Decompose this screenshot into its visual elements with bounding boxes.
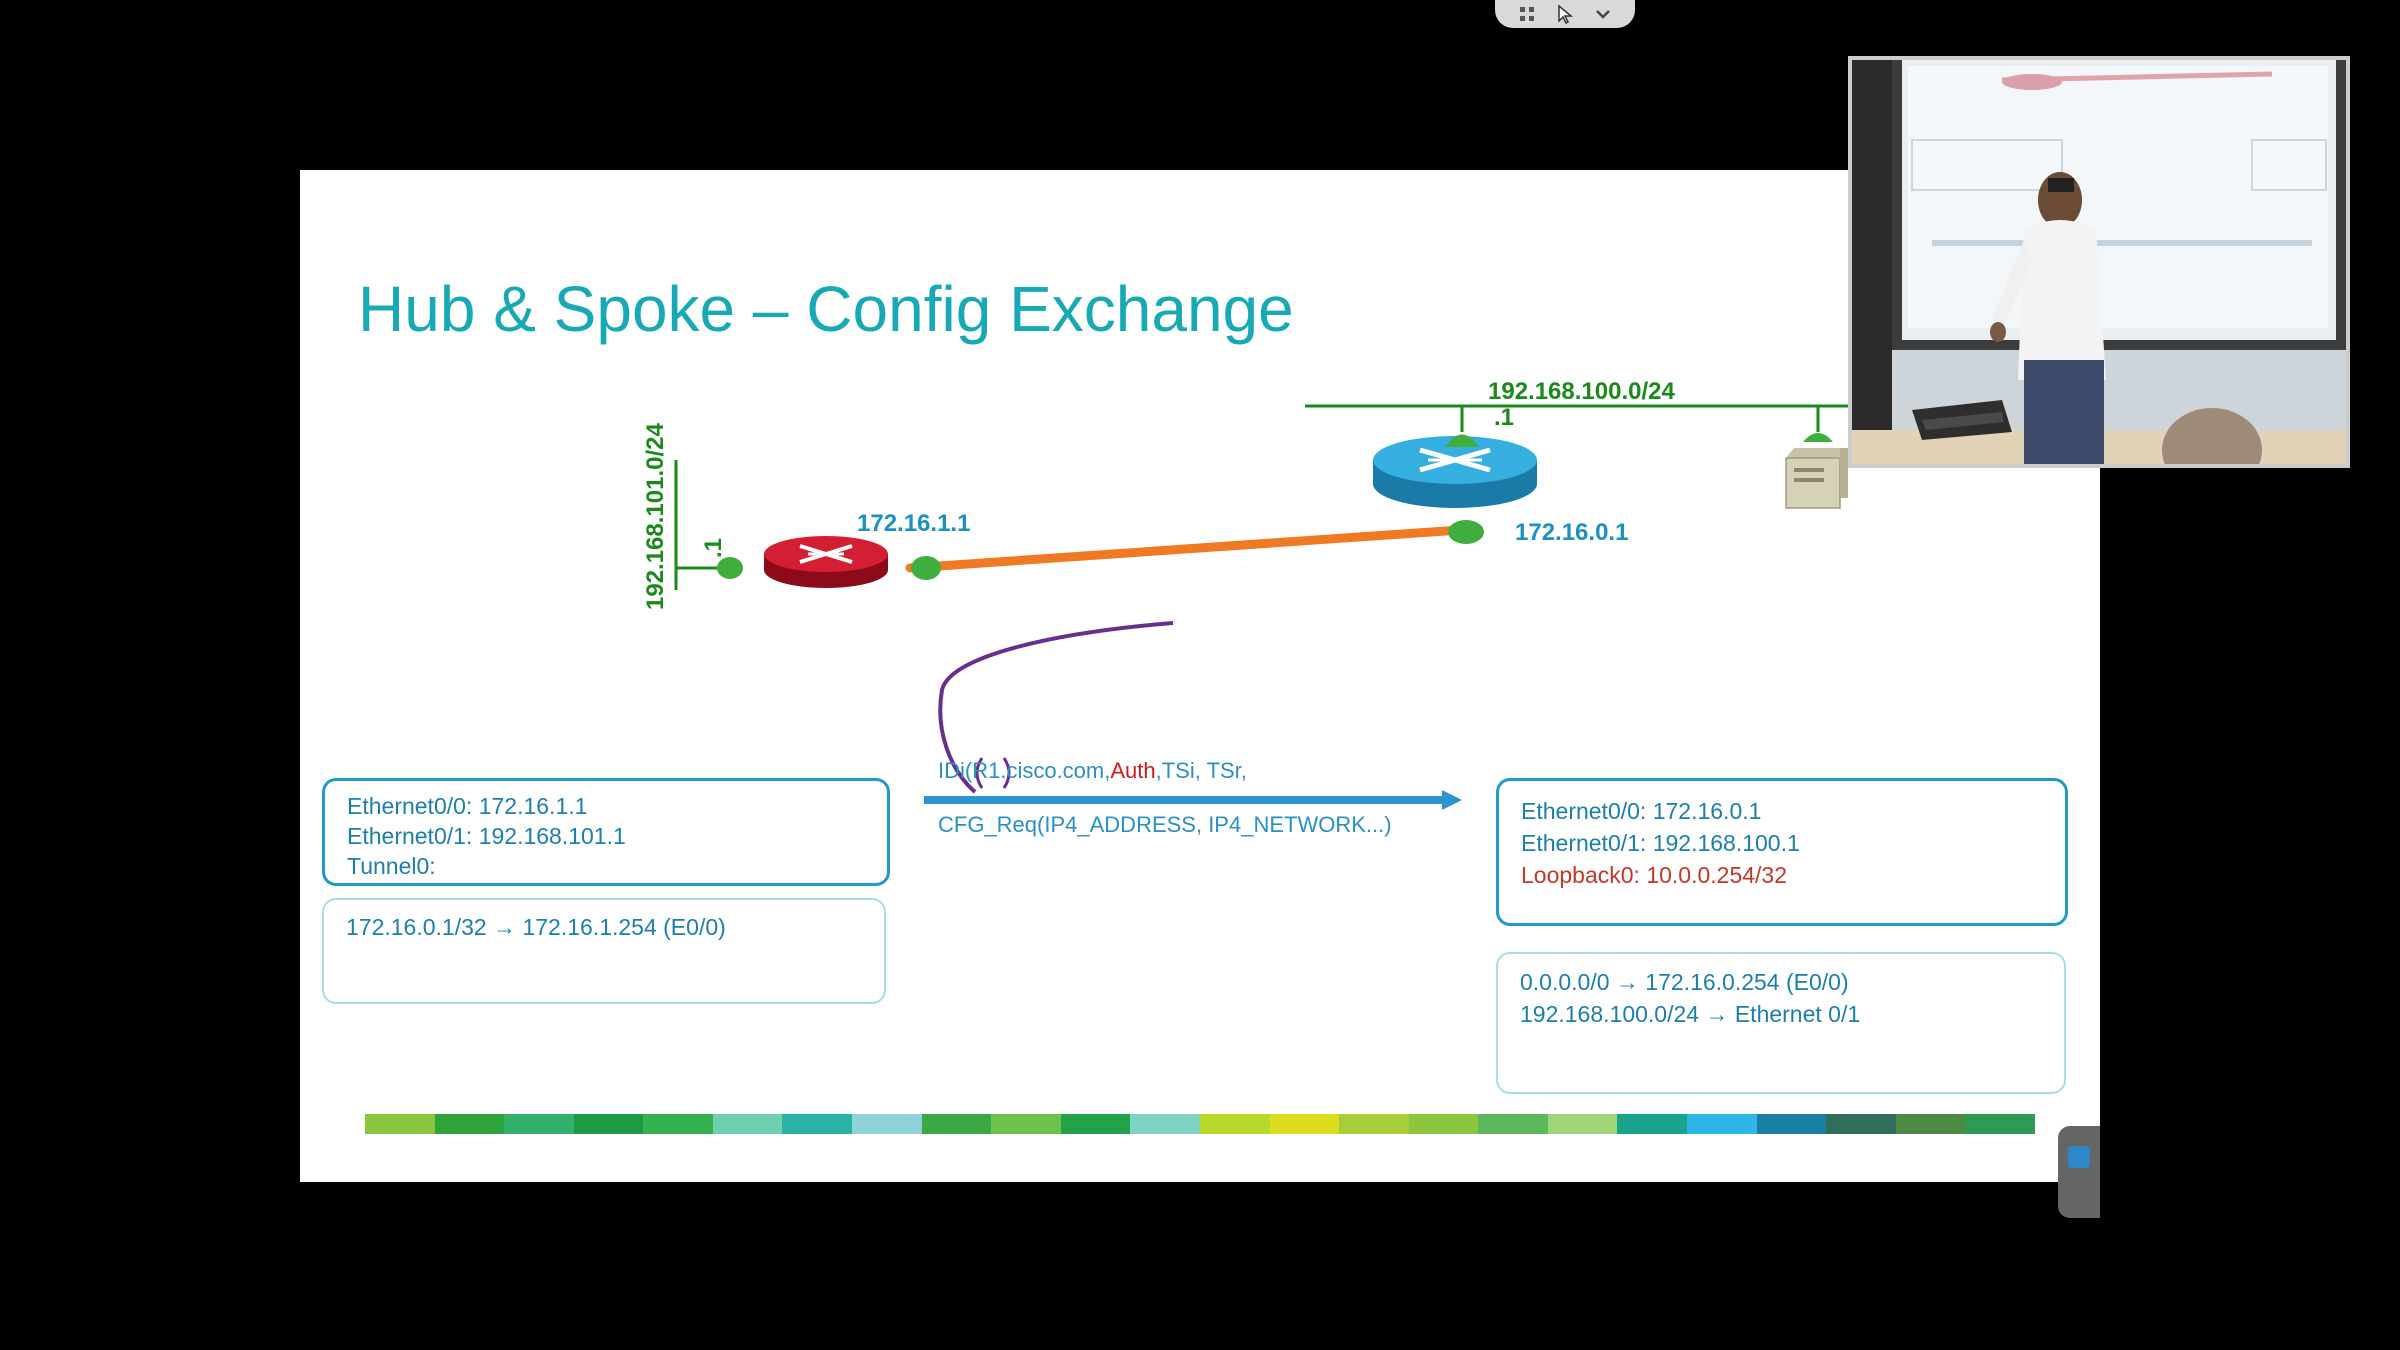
color-strip-segment: [643, 1114, 713, 1134]
hub-loopback-line: Loopback0: 10.0.0.254/32: [1521, 862, 1788, 888]
layout-icon[interactable]: [1517, 4, 1537, 24]
spoke-wan-port: [911, 556, 941, 580]
spoke-lan-host-label: .1: [700, 537, 728, 559]
auth-text: Auth: [1110, 758, 1156, 783]
color-strip-segment: [1547, 1114, 1618, 1134]
color-strip-segment: [1269, 1114, 1340, 1134]
color-strip-segment: [1060, 1114, 1131, 1134]
hub-lan-label: 192.168.100.0/24: [1488, 378, 1675, 405]
hub-lan-host-label: .1: [1494, 404, 1515, 431]
hub-interface-line: Ethernet0/1: 192.168.100.1: [1521, 830, 1800, 856]
color-strip-segment: [1408, 1114, 1479, 1134]
spoke-lan-port: [717, 557, 743, 579]
hub-interface-line: Ethernet0/0: 172.16.0.1: [1521, 798, 1762, 824]
color-strip-segment: [573, 1114, 644, 1134]
color-strip-segment: [921, 1114, 992, 1134]
color-strip-segment: [782, 1114, 853, 1134]
ike-id-text: IDi(R1.cisco.com,: [938, 758, 1111, 783]
color-strip-segment: [852, 1114, 922, 1134]
network-diagram: [674, 404, 1850, 810]
color-strip-segment: [1478, 1114, 1548, 1134]
color-strip-segment: [1826, 1114, 1896, 1134]
spoke-interface-line: Ethernet0/0: 172.16.1.1: [347, 793, 588, 819]
color-strip-segment: [1339, 1114, 1409, 1134]
spoke-route-line: 172.16.0.1/32 → 172.16.1.254 (E0/0): [346, 914, 726, 940]
brand-color-strip: [365, 1114, 2035, 1134]
color-strip-segment: [1965, 1114, 2035, 1134]
screen-share-toolbar[interactable]: [1495, 0, 1635, 28]
tunnel-link: [905, 525, 1465, 573]
hub-lan-port: [1445, 434, 1479, 447]
presenter-video-image: [1852, 60, 2346, 464]
color-strip-segment: [712, 1114, 783, 1134]
color-strip-segment: [991, 1114, 1061, 1134]
spoke-router-icon: [764, 536, 888, 588]
spoke-interface-line: Ethernet0/1: 192.168.101.1: [347, 823, 626, 849]
spoke-wan-ip-label: 172.16.1.1: [857, 510, 971, 537]
hub-routes-box: 0.0.0.0/0 → 172.16.0.254 (E0/0) 192.168.…: [1496, 952, 2066, 1094]
color-strip-segment: [1756, 1114, 1827, 1134]
spoke-routes-box: 172.16.0.1/32 → 172.16.1.254 (E0/0): [322, 898, 886, 1004]
presenter-side-handle[interactable]: [2058, 1126, 2100, 1218]
spoke-lan-label: 192.168.101.0/24: [642, 423, 669, 610]
spoke-interfaces-box: Ethernet0/0: 172.16.1.1 Ethernet0/1: 192…: [322, 778, 890, 886]
color-strip-segment: [1895, 1114, 1966, 1134]
color-strip-segment: [1199, 1114, 1270, 1134]
color-strip-segment: [434, 1114, 505, 1134]
color-strip-segment: [1686, 1114, 1757, 1134]
hub-route-line: 192.168.100.0/24 → Ethernet 0/1: [1520, 1001, 1861, 1027]
slide-title: Hub & Spoke – Config Exchange: [358, 273, 1294, 345]
color-strip-segment: [365, 1114, 435, 1134]
hub-interfaces-box: Ethernet0/0: 172.16.0.1 Ethernet0/1: 192…: [1496, 778, 2068, 926]
presentation-slide: Hub & Spoke – Config Exchange: [300, 170, 2100, 1182]
ts-text: ,TSi, TSr,: [1155, 758, 1247, 783]
server-icon: [1785, 448, 1848, 509]
hub-route-line: 0.0.0.0/0 → 172.16.0.254 (E0/0): [1520, 969, 1849, 995]
hub-router-icon: [1373, 436, 1537, 508]
server-port: [1803, 433, 1833, 442]
purple-annotation: [938, 621, 1174, 794]
color-strip-segment: [1130, 1114, 1200, 1134]
presenter-video-pip[interactable]: [1848, 56, 2350, 468]
ike-auth-message: IDi(R1.cisco.com,Auth,TSi, TSr,: [938, 758, 1247, 784]
chevron-down-icon[interactable]: [1593, 4, 1613, 24]
cursor-icon[interactable]: [1555, 4, 1575, 24]
color-strip-segment: [1617, 1114, 1687, 1134]
color-strip-segment: [504, 1114, 574, 1134]
presenter-icon[interactable]: [2068, 1146, 2090, 1168]
hub-wan-ip-label: 172.16.0.1: [1515, 519, 1629, 546]
cfg-request-text: CFG_Req(IP4_ADDRESS, IP4_NETWORK...): [938, 812, 1392, 837]
spoke-interface-line: Tunnel0:: [347, 853, 436, 879]
hub-wan-port: [1448, 520, 1484, 544]
